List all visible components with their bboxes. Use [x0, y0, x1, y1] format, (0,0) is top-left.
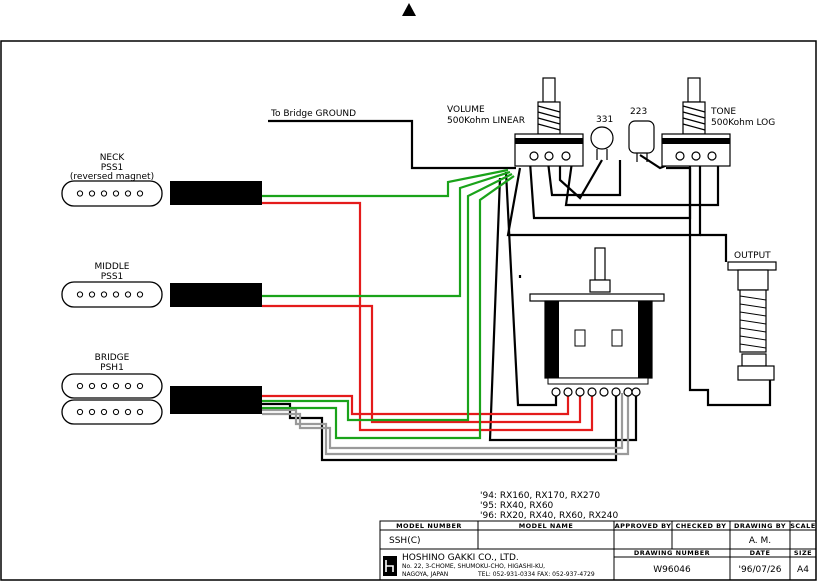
approved-by-header: APPROVED BY: [615, 522, 672, 530]
output-label: OUTPUT: [734, 251, 771, 261]
title-block: [379, 520, 817, 581]
tone-label: TONE: [710, 107, 736, 117]
company-address-1: No. 22, 3-CHOME, SHUMOKU-CHO, HIGASHI-KU…: [402, 563, 545, 570]
company-name: HOSHINO GAKKI CO., LTD.: [402, 553, 519, 563]
orientation-arrow-icon: [402, 3, 416, 16]
size-value: A4: [797, 565, 809, 575]
models-note-line: '94: RX160, RX170, RX270: [480, 491, 600, 501]
red-wires: [262, 201, 594, 432]
models-note-line: '95: RX40, RX60: [480, 501, 554, 511]
neck-model-label: PSS1: [101, 163, 124, 173]
model-number-header: MODEL NUMBER: [396, 522, 462, 530]
capacitor-223-label: 223: [630, 107, 647, 117]
model-name-header: MODEL NAME: [519, 522, 574, 530]
neck-pickup: [61, 180, 262, 207]
middle-model-label: PSS1: [101, 272, 124, 282]
size-header: SIZE: [794, 549, 812, 557]
middle-label: MIDDLE: [95, 262, 130, 272]
tone-pot: [661, 77, 731, 167]
model-number-value: SSH(C): [389, 536, 421, 546]
drawing-by-value: A. M.: [749, 536, 771, 546]
bare-wires: [262, 393, 630, 456]
hoshino-logo-icon: [383, 556, 397, 576]
bridge-model-label: PSH1: [100, 363, 124, 373]
output-jack: [727, 261, 777, 381]
capacitor-331: [590, 126, 614, 160]
date-value: '96/07/26: [739, 565, 782, 575]
neck-label: NECK: [100, 153, 126, 163]
middle-pickup: [61, 281, 262, 308]
company-phone: TEL: 052-931-0334 FAX: 052-937-4729: [477, 571, 595, 578]
bridge-pickup: [61, 373, 262, 425]
scale-header: SCALE: [790, 522, 816, 530]
drawing-by-header: DRAWING BY: [734, 522, 786, 530]
checked-by-header: CHECKED BY: [676, 522, 727, 530]
volume-label: VOLUME: [447, 105, 485, 115]
date-header: DATE: [750, 549, 771, 557]
drawing-number-value: W96046: [653, 565, 691, 575]
models-note-line: '96: RX20, RX40, RX60, RX240: [480, 511, 618, 521]
green-wires: [262, 168, 515, 440]
bridge-label: BRIDGE: [95, 353, 130, 363]
tone-spec-label: 500Kohm LOG: [711, 118, 775, 128]
capacitor-223: [628, 120, 655, 162]
volume-spec-label: 500Kohm LINEAR: [447, 116, 525, 126]
volume-pot: [514, 77, 584, 167]
black-wires: [262, 119, 772, 462]
company-address-2: NAGOYA, JAPAN: [402, 571, 448, 578]
capacitor-331-label: 331: [596, 115, 613, 125]
drawing-number-header: DRAWING NUMBER: [634, 549, 710, 557]
neck-note-label: (reversed magnet): [70, 172, 154, 182]
five-way-switch: [529, 247, 665, 397]
to-bridge-ground-label: To Bridge GROUND: [270, 109, 356, 119]
